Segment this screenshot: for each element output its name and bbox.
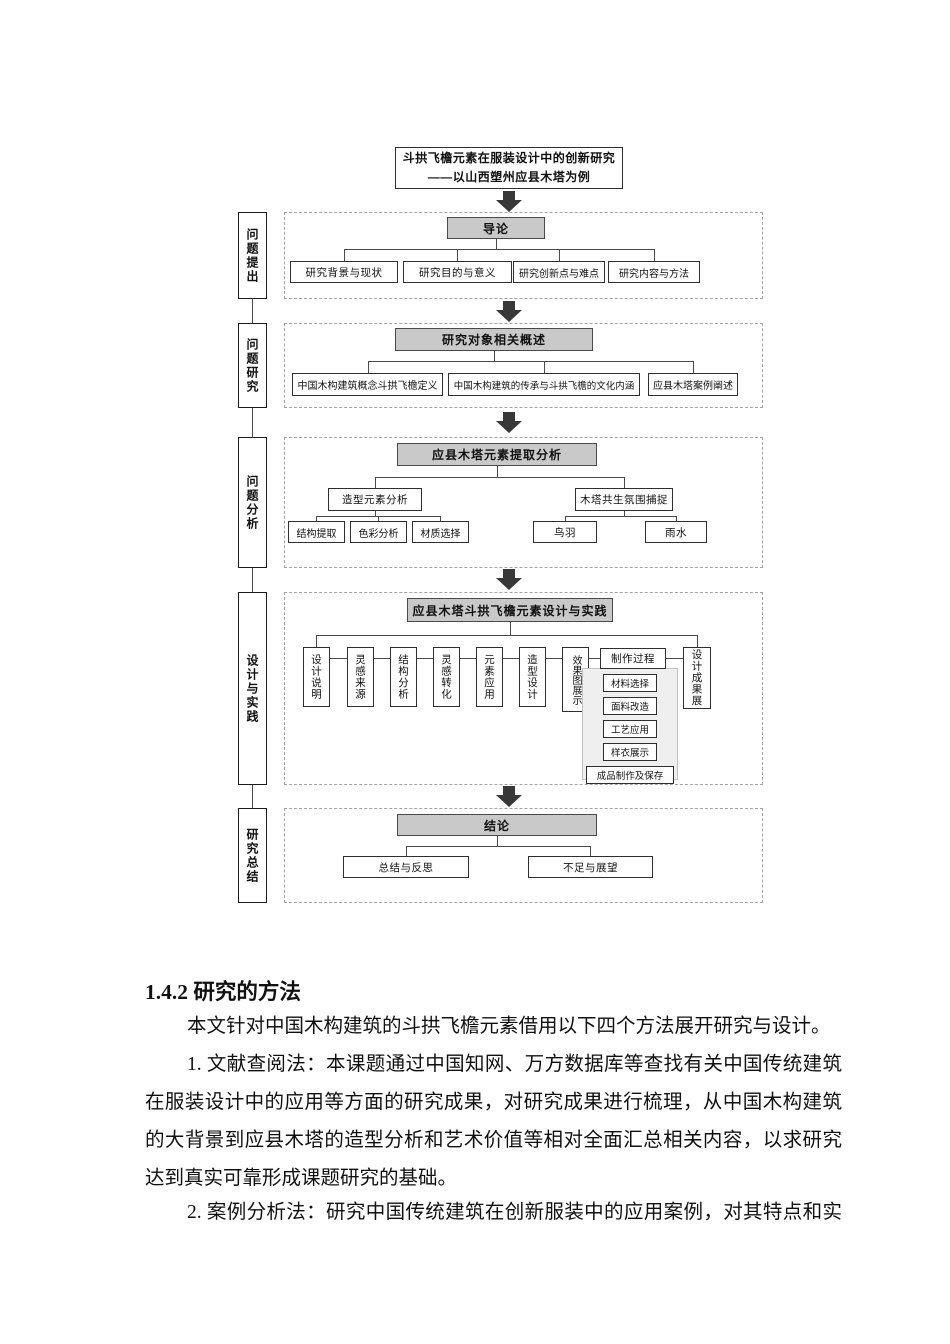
connector-line	[654, 249, 655, 261]
connector-line	[252, 785, 253, 808]
s4-process-step-node: 面料改造	[603, 697, 657, 715]
doc-line: 1. 文献查阅法：本课题通过中国知网、万方数据库等查找有关中国传统建筑	[187, 1054, 842, 1075]
connector-line	[252, 299, 253, 323]
s4-process-node: 制作过程	[600, 648, 666, 669]
connector-line	[544, 361, 545, 373]
s1-child-node: 研究背景与现状	[290, 261, 398, 283]
s3-leaf-node: 材质选择	[412, 521, 469, 543]
doc-line: 的大背景到应县木塔的造型分析和艺术价值等相对全面汇总相关内容，以求研究	[145, 1130, 842, 1151]
connector-line	[316, 635, 697, 636]
flowchart-title: 斗拱飞檐元素在服装设计中的创新研究 ——以山西塑州应县木塔为例	[395, 147, 623, 189]
connector-line	[368, 361, 369, 373]
s4-step-node: 灵感转化	[433, 647, 460, 707]
connector-line	[375, 477, 376, 488]
s4-step-node: 设计说明	[303, 647, 330, 707]
connector-line	[676, 516, 677, 522]
s3-leaf-node: 结构提取	[288, 521, 345, 543]
connector-line	[503, 658, 519, 659]
connector-line	[496, 239, 497, 249]
connector-line	[406, 846, 590, 847]
connector-line	[666, 658, 683, 659]
connector-line	[589, 658, 600, 659]
connector-line	[374, 658, 390, 659]
s1-child-node: 研究创新点与难点	[513, 261, 605, 283]
s3-leaf-node: 鸟羽	[533, 521, 597, 543]
flowchart-title-line2: ——以山西塑州应县木塔为例	[427, 170, 591, 184]
stage-label-2: 问题研究	[238, 323, 267, 408]
s2-child-node: 应县木塔案例阐述	[648, 373, 738, 396]
connector-line	[440, 516, 441, 522]
connector-line	[565, 516, 566, 522]
stage-label-5: 研究总结	[238, 808, 267, 903]
doc-line: 本文针对中国木构建筑的斗拱飞檐元素借用以下四个方法展开研究与设计。	[187, 1016, 831, 1037]
s5-header-node: 结论	[397, 814, 597, 836]
s4-step-node: 灵感来源	[347, 647, 374, 707]
connector-line	[494, 351, 495, 361]
connector-line	[497, 836, 498, 846]
s1-header-node: 导论	[447, 217, 545, 239]
connector-line	[252, 568, 253, 592]
connector-line	[546, 658, 562, 659]
s2-child-node: 中国木构建筑的传承与斗拱飞檐的文化内涵	[448, 373, 640, 396]
connector-line	[624, 477, 625, 488]
s3-header-node: 应县木塔元素提取分析	[397, 443, 597, 466]
connector-line	[406, 846, 407, 856]
down-arrow-icon	[494, 191, 524, 212]
s3-group2-node: 木塔共生氛围捕捉	[575, 488, 673, 511]
s3-leaf-node: 雨水	[645, 521, 707, 543]
connector-line	[559, 249, 560, 261]
connector-line	[457, 249, 458, 261]
connector-line	[344, 249, 345, 261]
connector-line	[252, 408, 253, 437]
s4-process-final-node: 成品制作及保存	[586, 766, 674, 784]
down-arrow-icon	[494, 301, 524, 322]
connector-line	[697, 635, 698, 647]
s2-header-node: 研究对象相关概述	[395, 328, 593, 351]
s4-process-step-node: 材料选择	[603, 674, 657, 692]
down-arrow-icon	[494, 569, 524, 590]
connector-line	[330, 658, 347, 659]
doc-line: 在服装设计中的应用等方面的研究成果，对研究成果进行梳理，从中国木构建筑	[145, 1092, 842, 1113]
s3-leaf-node: 色彩分析	[350, 521, 407, 543]
doc-line: 2. 案例分析法：研究中国传统建筑在创新服装中的应用案例，对其特点和实	[187, 1202, 842, 1223]
flowchart-title-line1: 斗拱飞檐元素在服装设计中的创新研究	[402, 151, 616, 166]
connector-line	[590, 846, 591, 856]
down-arrow-icon	[494, 412, 524, 433]
s5-child-node: 总结与反思	[343, 856, 469, 878]
s1-child-node: 研究目的与意义	[403, 261, 512, 283]
s4-step-node: 元素应用	[476, 647, 503, 707]
down-arrow-icon	[494, 786, 524, 807]
connector-line	[565, 516, 676, 517]
s4-step-node: 造型设计	[519, 647, 546, 707]
connector-line	[375, 511, 376, 516]
s4-outcome-node: 设计成果展	[683, 647, 711, 709]
connector-line	[624, 511, 625, 516]
connector-line	[316, 516, 317, 522]
s5-child-node: 不足与展望	[528, 856, 653, 878]
stage-label-3: 问题分析	[238, 437, 267, 568]
s4-process-step-node: 样衣展示	[603, 743, 657, 761]
connector-line	[460, 658, 476, 659]
doc-line: 达到真实可靠形成课题研究的基础。	[145, 1168, 458, 1189]
connector-line	[497, 466, 498, 477]
stage-label-4: 设计与实践	[238, 592, 267, 785]
connector-line	[368, 361, 693, 362]
connector-line	[344, 249, 654, 250]
connector-line	[510, 622, 511, 635]
connector-line	[316, 635, 317, 647]
doc-heading: 1.4.2 研究的方法	[145, 980, 301, 1004]
connector-line	[378, 516, 379, 522]
stage-label-1: 问题提出	[238, 212, 267, 299]
connector-line	[375, 477, 624, 478]
s4-header-node: 应县木塔斗拱飞檐元素设计与实践	[407, 598, 613, 622]
s1-child-node: 研究内容与方法	[608, 261, 700, 283]
s2-child-node: 中国木构建筑概念斗拱飞檐定义	[292, 373, 443, 396]
s3-group1-node: 造型元素分析	[328, 488, 422, 511]
connector-line	[417, 658, 433, 659]
connector-line	[693, 361, 694, 373]
s4-step-node: 结构分析	[390, 647, 417, 707]
s4-process-step-node: 工艺应用	[603, 720, 657, 738]
